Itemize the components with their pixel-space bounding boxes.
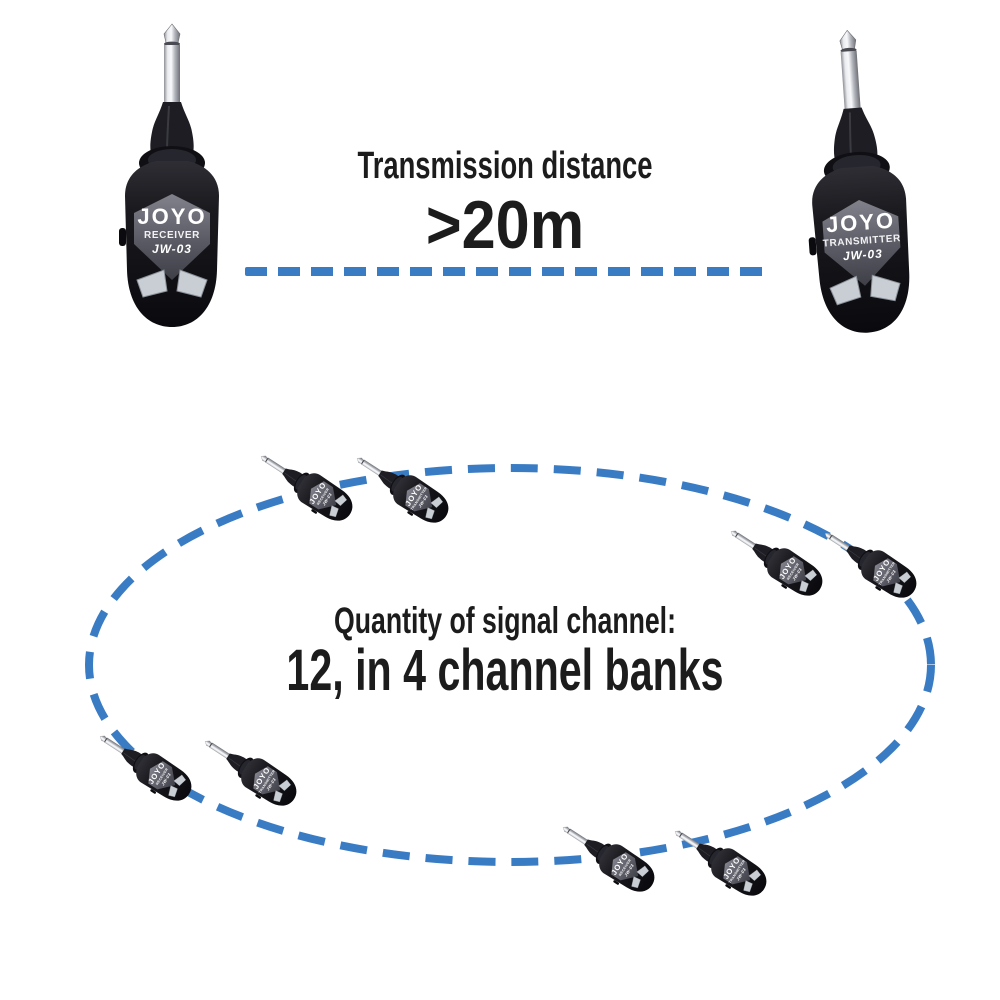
mini-device-image: JOYO TRANSMITTER JW-03 xyxy=(664,817,774,906)
transmitter-device: JOYO TRANSMITTER JW-03 xyxy=(787,24,929,347)
transmission-dashed-line xyxy=(245,267,765,276)
model-label: JW-03 xyxy=(152,242,192,256)
mini-device-image: JOYO RECEIVER JW-03 xyxy=(720,517,830,606)
mini-device-image: JOYO TRANSMITTER JW-03 xyxy=(814,519,924,608)
mini-device-image: JOYO TRANSMITTER JW-03 xyxy=(346,444,456,533)
device-body xyxy=(118,23,220,328)
mini-receiver-top-left: JOYO RECEIVER JW-03 xyxy=(249,438,363,533)
transmitter-label: TRANSMITTER xyxy=(822,233,901,249)
channel-quantity-title: Quantity of signal channel: xyxy=(334,600,676,641)
model-label: JW-03 xyxy=(265,777,277,792)
transmission-distance-value: >20m xyxy=(425,187,585,263)
model-label: JW-03 xyxy=(842,246,883,263)
joyo-logo: JOYO xyxy=(137,204,206,229)
model-label: JW-03 xyxy=(791,567,803,582)
dashed-ellipse xyxy=(85,464,935,866)
mini-transmitter-left: JOYO TRANSMITTER JW-03 xyxy=(193,723,307,818)
model-label: JW-03 xyxy=(735,867,747,882)
model-label: JW-03 xyxy=(623,863,635,878)
device-body xyxy=(793,26,917,338)
transmission-distance-title: Transmission distance xyxy=(357,145,653,187)
mini-receiver-left: JOYO RECEIVER JW-03 xyxy=(88,718,202,813)
joyo-logo: JOYO xyxy=(825,208,896,238)
receiver-device: JOYO RECEIVER JW-03 xyxy=(112,22,232,337)
model-label: JW-03 xyxy=(321,492,333,507)
transmitter-device-image: JOYO TRANSMITTER JW-03 xyxy=(793,26,917,338)
mini-device-image: JOYO RECEIVER JW-03 xyxy=(250,442,360,531)
receiver-device-image: JOYO RECEIVER JW-03 xyxy=(118,23,220,328)
mini-receiver-bottom: JOYO RECEIVER JW-03 xyxy=(551,809,665,904)
channel-loop-ellipse xyxy=(85,464,935,866)
mini-transmitter-bottom: JOYO TRANSMITTER JW-03 xyxy=(663,813,777,908)
mini-transmitter-right: JOYO TRANSMITTER JW-03 xyxy=(813,515,927,610)
receiver-label: RECEIVER xyxy=(144,230,200,241)
model-label: JW-03 xyxy=(885,569,897,584)
channel-quantity-value: 12, in 4 channel banks xyxy=(286,638,724,703)
model-label: JW-03 xyxy=(417,494,429,509)
mini-device-image: JOYO TRANSMITTER JW-03 xyxy=(194,727,304,816)
mini-device-image: JOYO RECEIVER JW-03 xyxy=(89,722,199,811)
mini-device-image: JOYO RECEIVER JW-03 xyxy=(552,813,662,902)
mini-transmitter-top-left: JOYO TRANSMITTER JW-03 xyxy=(345,440,459,535)
model-label: JW-03 xyxy=(160,772,172,787)
mini-receiver-right: JOYO RECEIVER JW-03 xyxy=(719,513,833,608)
